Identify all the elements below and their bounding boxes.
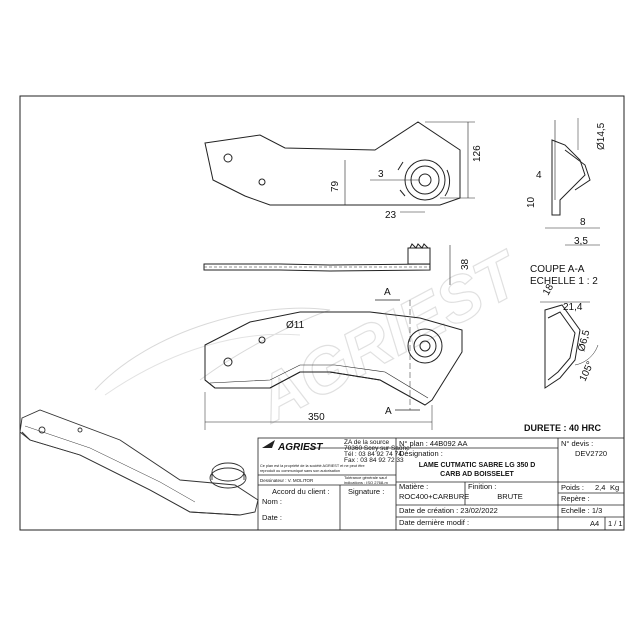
detail-view bbox=[540, 301, 599, 389]
dim-126: 126 bbox=[472, 145, 483, 162]
address-line-2: 70360 Scey sur Saône bbox=[344, 445, 410, 452]
weight-value: 2,4 bbox=[595, 483, 605, 492]
dim-6-5: Ø6,5 bbox=[576, 329, 592, 353]
creation-date: Date de création : 23/02/2022 bbox=[399, 506, 498, 515]
dim-11: Ø11 bbox=[286, 320, 305, 331]
dim-38: 38 bbox=[460, 258, 471, 270]
designer: Dessinateur : V. MOLITOR bbox=[260, 478, 314, 483]
dim-3-5: 3,5 bbox=[574, 236, 588, 247]
scale-value: Echelle : 1/3 bbox=[561, 506, 602, 515]
signature-label: Signature : bbox=[348, 487, 384, 496]
title-block bbox=[257, 437, 625, 531]
material-value: ROC400+CARBURE bbox=[399, 492, 469, 501]
date-label: Date : bbox=[262, 513, 282, 522]
dim-10: 10 bbox=[526, 196, 537, 208]
hardness-note: DURETE : 40 HRC bbox=[524, 423, 602, 433]
side-view bbox=[203, 243, 451, 285]
isometric-view bbox=[19, 409, 259, 516]
devis-label: N° devis : bbox=[561, 439, 593, 448]
reference-line-2: indications : ISO 2768-m bbox=[344, 480, 388, 485]
ownership-line-2: reproduit ou communiqué sans son autoris… bbox=[260, 469, 340, 473]
agriest-logo: AGRIEST bbox=[262, 440, 323, 453]
designation-line-1: LAME CUTMATIC SABRE LG 350 D bbox=[419, 462, 536, 469]
dim-23: 23 bbox=[385, 210, 397, 221]
finish-label: Finition : bbox=[468, 482, 496, 491]
last-modified: Date dernière modif : bbox=[399, 518, 469, 527]
main-view bbox=[204, 299, 463, 430]
section-marker-top: A bbox=[384, 287, 391, 298]
section-scale: ECHELLE 1 : 2 bbox=[530, 276, 598, 287]
dim-18: 18 bbox=[541, 282, 556, 298]
dim-79: 79 bbox=[330, 180, 341, 192]
ownership-line-1: Ce plan est la propriété de la société A… bbox=[260, 464, 365, 468]
dim-4: 4 bbox=[536, 170, 542, 181]
finish-value: BRUTE bbox=[497, 492, 522, 501]
logo-text: AGRIEST bbox=[277, 442, 323, 453]
section-marker-bottom: A bbox=[385, 406, 392, 417]
dim-8: 8 bbox=[580, 217, 586, 228]
devis-value: DEV2720 bbox=[575, 449, 607, 458]
dim-350: 350 bbox=[308, 412, 325, 423]
designation-line-2: CARB AD BOISSELET bbox=[440, 471, 514, 478]
plan-number: N° plan : 44B092 AA bbox=[399, 439, 467, 448]
repere-label: Repère : bbox=[561, 494, 590, 503]
weight-label: Poids : bbox=[561, 483, 584, 492]
address-line-1: ZA de la source bbox=[344, 439, 390, 446]
client-approval-label: Accord du client : bbox=[272, 487, 330, 496]
format-value: A4 bbox=[590, 519, 599, 528]
page-value: 1 / 1 bbox=[608, 519, 623, 528]
designation-label: Désignation : bbox=[399, 449, 443, 458]
dim-145: Ø14,5 bbox=[596, 122, 607, 150]
name-label: Nom : bbox=[262, 497, 282, 506]
address-line-4: Fax : 03 84 92 72 33 bbox=[344, 457, 404, 464]
dim-21-4: 21,4 bbox=[563, 302, 583, 313]
top-view bbox=[204, 121, 475, 213]
weight-unit: Kg bbox=[610, 483, 619, 492]
section-view bbox=[545, 118, 600, 246]
reference-line-1: Tolérance générale sauf bbox=[344, 475, 388, 480]
section-title: COUPE A-A bbox=[530, 264, 585, 275]
dim-3: 3 bbox=[378, 169, 384, 180]
material-label: Matière : bbox=[399, 482, 428, 491]
address-line-3: Tél : 03 84 92 74 74 bbox=[344, 451, 402, 458]
